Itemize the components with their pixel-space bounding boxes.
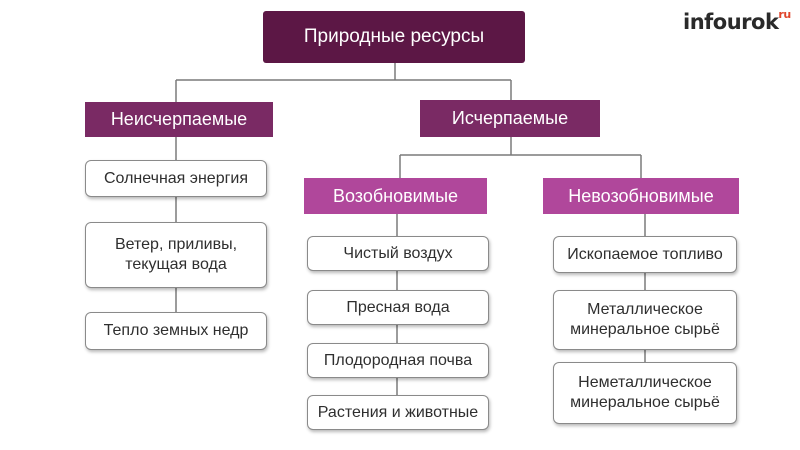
inexhaustible-item: Солнечная энергия	[85, 160, 267, 197]
renewable-item: Растения и животные	[307, 395, 489, 430]
infourok-logo: infourokru	[683, 8, 791, 34]
inexhaustible-item: Тепло земных недр	[85, 312, 267, 350]
exhaustible-label: Исчерпаемые	[451, 108, 569, 129]
renewable-item: Пресная вода	[307, 290, 489, 325]
nonrenewable-item-label: Металлическое минеральное сырьё	[570, 301, 720, 338]
inexhaustible-item-label: Тепло земных недр	[103, 322, 249, 339]
nonrenewable-item-label: Ископаемое топливо	[567, 245, 723, 263]
nonrenewable-node: Невозобновимые	[543, 178, 739, 214]
nonrenewable-item: Металлическое минеральное сырьё	[553, 290, 737, 350]
nonrenewable-item: Ископаемое топливо	[553, 236, 737, 273]
renewable-label: Возобновимые	[332, 185, 459, 206]
nonrenewable-item: Неметаллическое минеральное сырьё	[553, 362, 737, 424]
renewable-item: Чистый воздух	[307, 236, 489, 271]
logo-suffix: ru	[778, 8, 791, 21]
logo-text: infourok	[683, 10, 779, 34]
root-node: Природные ресурсы	[263, 11, 525, 63]
nonrenewable-item-label: Неметаллическое минеральное сырьё	[570, 374, 720, 411]
nonrenewable-label: Невозобновимые	[568, 185, 714, 206]
root-label: Природные ресурсы	[303, 26, 485, 48]
renewable-node: Возобновимые	[304, 178, 487, 214]
inexhaustible-label: Неисчерпаемые	[110, 109, 248, 130]
inexhaustible-node: Неисчерпаемые	[85, 102, 273, 137]
inexhaustible-item-label: Ветер, приливы, текущая вода	[114, 236, 238, 273]
renewable-item-label: Чистый воздух	[343, 244, 453, 262]
renewable-item-label: Растения и животные	[317, 403, 479, 421]
exhaustible-node: Исчерпаемые	[420, 100, 600, 137]
renewable-item: Плодородная почва	[307, 343, 489, 378]
renewable-item-label: Пресная вода	[346, 298, 450, 316]
inexhaustible-item-label: Солнечная энергия	[103, 169, 249, 187]
renewable-item-label: Плодородная почва	[323, 351, 473, 369]
inexhaustible-item: Ветер, приливы, текущая вода	[85, 222, 267, 288]
